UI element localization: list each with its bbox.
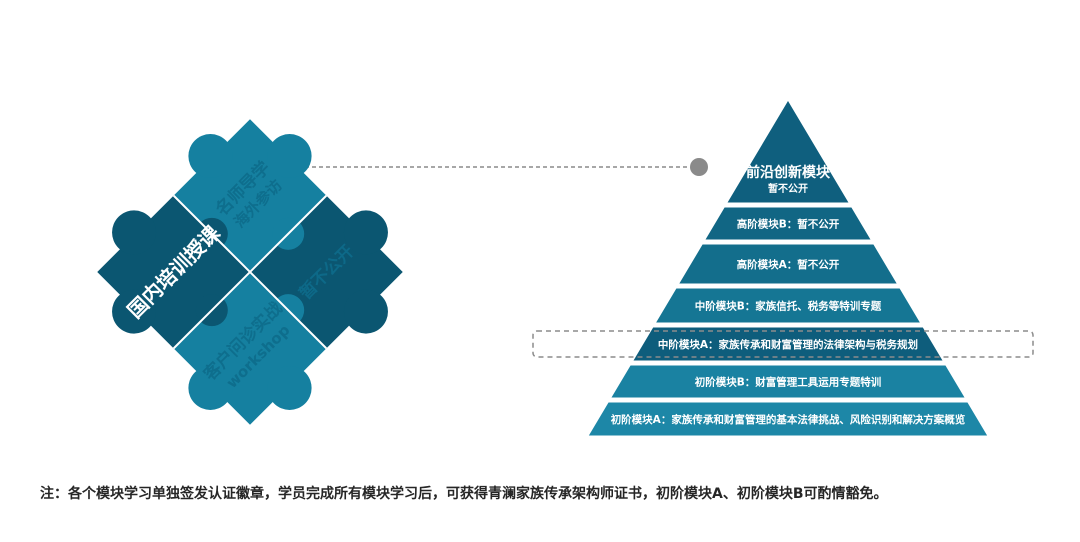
- puzzle-knob: [188, 365, 233, 410]
- pyramid-tier-sublabel: 暂不公开: [768, 182, 808, 195]
- pyramid-tier-3: 中阶模块A：家族传承和财富管理的法律架构与税务规划: [631, 326, 945, 362]
- pyramid-tier-4: 中阶模块B：家族信托、税务等特训专题: [654, 287, 922, 324]
- pyramid-tier-label: 高阶模块B：暂不公开: [737, 218, 840, 231]
- puzzle-knob: [343, 289, 388, 334]
- pyramid-tier-label: 中阶模块B：家族信托、税务等特训专题: [695, 300, 882, 313]
- puzzle-knob: [112, 289, 157, 334]
- pyramid-tier-label: 高阶模块A：暂不公开: [737, 258, 840, 271]
- pyramid-tier-label: 初阶模块A：家族传承和财富管理的基本法律挑战、风险识别和解决方案概览: [611, 413, 966, 426]
- pyramid-tier-label: 中阶模块A：家族传承和财富管理的法律架构与税务规划: [658, 338, 918, 351]
- tier-highlight-dashed-box: [532, 330, 1034, 358]
- pyramid-tier-6: 高阶模块B：暂不公开: [703, 206, 873, 241]
- puzzle-knob: [188, 134, 233, 179]
- pyramid-tier-1: 初阶模块A：家族传承和财富管理的基本法律挑战、风险识别和解决方案概览: [587, 401, 989, 437]
- pyramid-tier-label: 初阶模块B：财富管理工具运用专题特训: [695, 376, 882, 389]
- footnote: 注：各个模块学习单独签发认证徽章，学员完成所有模块学习后，可获得青澜家族传承架构…: [40, 486, 888, 502]
- puzzle-knob: [267, 134, 312, 179]
- puzzle-seam: [172, 194, 328, 350]
- puzzle-knob: [267, 365, 312, 410]
- connector-dot: [690, 158, 708, 176]
- puzzle-knob: [343, 210, 388, 255]
- pyramid: 前沿创新模块暂不公开高阶模块B：暂不公开高阶模块A：暂不公开中阶模块B：家族信托…: [587, 99, 989, 437]
- pyramid-tier-2: 初阶模块B：财富管理工具运用专题特训: [609, 364, 967, 399]
- pyramid-tier-label: 前沿创新模块: [746, 164, 831, 181]
- puzzle-knob: [112, 210, 157, 255]
- pyramid-tier-5: 高阶模块A：暂不公开: [677, 243, 899, 285]
